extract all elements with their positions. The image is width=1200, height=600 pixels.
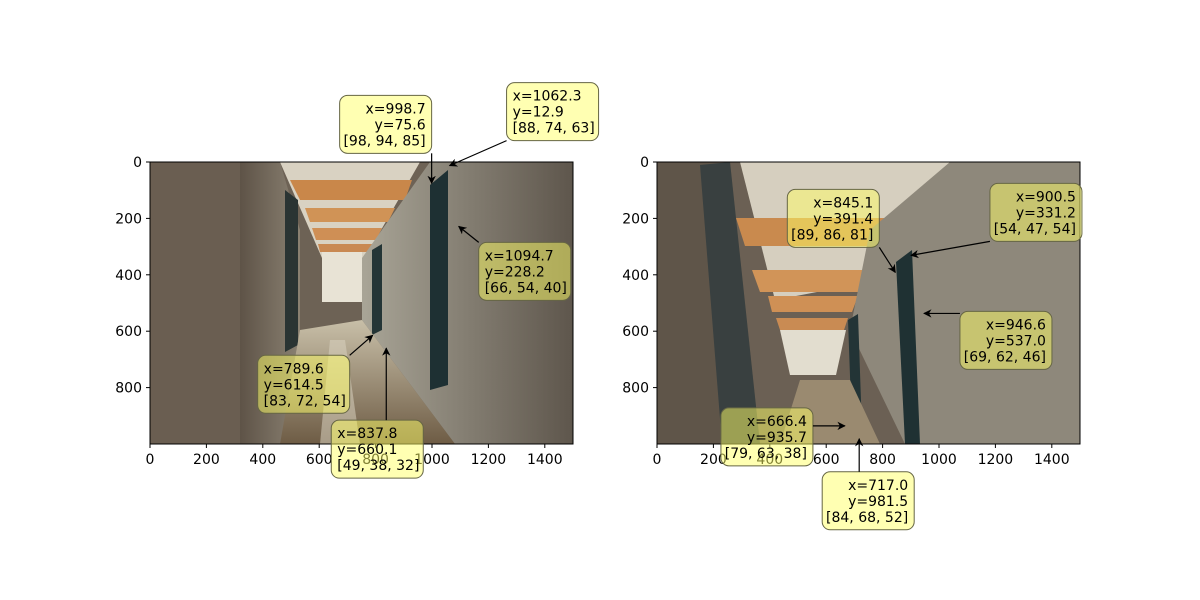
- x-tick-label: 1200: [978, 452, 1014, 468]
- annotation: x=1062.3y=12.9[88, 74, 63]: [448, 82, 600, 167]
- annotation-box: [786, 188, 880, 248]
- annotation-arrow: [910, 240, 991, 259]
- right-annotations: x=845.1y=391.4[89, 86, 81]x=900.5y=331.2…: [720, 182, 1083, 531]
- annotation-box: [506, 82, 600, 142]
- annotation-arrow: [448, 140, 507, 167]
- annotation-arrow: [458, 225, 480, 243]
- annotation-text: y=228.2: [485, 264, 545, 280]
- left-image: [150, 162, 573, 444]
- y-tick-label: 400: [622, 268, 649, 284]
- annotation-text: y=935.7: [747, 430, 807, 446]
- y-tick-label: 600: [115, 324, 142, 340]
- annotation-text: [69, 62, 46]: [964, 349, 1046, 365]
- annotation-arrow: [878, 247, 896, 274]
- annotation-box: [257, 354, 351, 414]
- left-annotations: x=998.7y=75.6[98, 94, 85]x=1062.3y=12.9[…: [257, 82, 600, 479]
- annotation: x=845.1y=391.4[89, 86, 81]: [786, 188, 896, 274]
- annotation-text: y=391.4: [813, 211, 873, 227]
- annotation-text: [98, 94, 85]: [343, 133, 425, 149]
- annotation-text: [54, 47, 54]: [994, 221, 1076, 237]
- x-tick-label: 200: [700, 452, 727, 468]
- annotation-text: y=537.0: [986, 333, 1046, 349]
- x-tick-label: 200: [193, 452, 220, 468]
- x-tick-label: 0: [653, 452, 662, 468]
- annotation-text: x=900.5: [1016, 189, 1076, 205]
- annotation-text: y=12.9: [513, 105, 564, 121]
- left-y-ticks: 0 200 400 600 800: [115, 155, 150, 397]
- x-tick-label: 1400: [1034, 452, 1070, 468]
- annotation: x=998.7y=75.6[98, 94, 85]: [339, 94, 436, 185]
- annotation-box: [989, 182, 1083, 242]
- y-tick-label: 400: [115, 268, 142, 284]
- annotation-text: [89, 86, 81]: [791, 227, 873, 243]
- y-tick-label: 200: [115, 211, 142, 227]
- annotation-text: y=981.5: [848, 494, 908, 510]
- annotation-text: [79, 63, 38]: [725, 446, 807, 462]
- annotation-box: [478, 241, 572, 301]
- annotation: x=1094.7y=228.2[66, 54, 40]: [458, 225, 572, 301]
- y-tick-label: 0: [133, 155, 142, 171]
- annotation-text: x=837.8: [337, 426, 397, 442]
- x-tick-label: 1000: [921, 452, 957, 468]
- annotation-text: x=1094.7: [485, 248, 554, 264]
- annotation-text: x=998.7: [366, 101, 426, 117]
- annotation: x=789.6y=614.5[83, 72, 54]: [257, 334, 374, 414]
- annotation-box: [959, 310, 1053, 370]
- annotation-box: [720, 407, 814, 467]
- annotation-text: x=666.4: [747, 414, 807, 430]
- annotation-text: x=845.1: [813, 195, 873, 211]
- annotation-text: [49, 38, 32]: [337, 458, 419, 474]
- annotation-arrow: [349, 334, 374, 356]
- left-axes: 0200400600800100012001400 0200400600800 …: [115, 82, 600, 479]
- x-tick-label: 600: [306, 452, 333, 468]
- y-tick-label: 800: [115, 381, 142, 397]
- annotation: x=666.4y=935.7[79, 63, 38]: [720, 407, 846, 467]
- right-x-ticks: 0200400600800100012001400: [653, 444, 1070, 468]
- right-y-ticks: 0 200 400 600 800: [622, 155, 657, 397]
- y-tick-label: 600: [622, 324, 649, 340]
- annotation-box: [821, 471, 915, 531]
- x-tick-label: 0: [146, 452, 155, 468]
- annotation: x=946.6y=537.0[69, 62, 46]: [923, 309, 1053, 370]
- y-tick-label: 800: [622, 381, 649, 397]
- annotation-box: [339, 94, 433, 154]
- annotation-text: y=614.5: [264, 377, 324, 393]
- right-axes: 0200400600800100012001400 0200400600800 …: [622, 155, 1083, 531]
- y-tick-label: 200: [622, 211, 649, 227]
- annotation-text: y=331.2: [1016, 205, 1076, 221]
- x-tick-label: 800: [869, 452, 896, 468]
- annotation-text: [66, 54, 40]: [485, 280, 567, 296]
- annotation-text: [88, 74, 63]: [513, 121, 595, 137]
- annotation: x=837.8y=660.1[49, 38, 32]: [330, 347, 424, 479]
- y-tick-label: 0: [640, 155, 649, 171]
- annotation: x=717.0y=981.5[84, 68, 52]: [821, 437, 915, 531]
- annotation-text: y=660.1: [337, 442, 397, 458]
- annotation-text: x=1062.3: [513, 89, 582, 105]
- annotation-text: x=789.6: [264, 361, 324, 377]
- annotation-text: y=75.6: [374, 117, 425, 133]
- annotation-box: [330, 419, 424, 479]
- annotation-text: [84, 68, 52]: [826, 510, 908, 526]
- x-tick-label: 400: [249, 452, 276, 468]
- x-tick-label: 600: [813, 452, 840, 468]
- x-tick-label: 1400: [527, 452, 563, 468]
- annotation-text: [83, 72, 54]: [264, 393, 346, 409]
- annotation: x=900.5y=331.2[54, 47, 54]: [910, 182, 1083, 259]
- annotation-text: x=717.0: [848, 478, 908, 494]
- x-tick-label: 1200: [471, 452, 507, 468]
- annotation-text: x=946.6: [986, 317, 1046, 333]
